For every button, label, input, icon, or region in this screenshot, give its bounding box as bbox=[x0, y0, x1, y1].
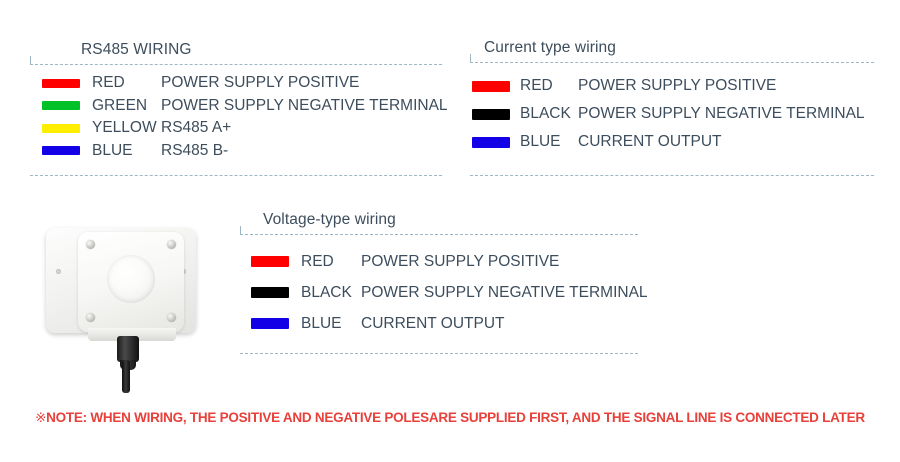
wire-color-name: BLACK bbox=[520, 105, 571, 122]
color-swatch-red bbox=[251, 256, 289, 267]
divider-top bbox=[30, 64, 442, 65]
wiring-block-current: Current type wiring RED POWER SUPPLY POS… bbox=[470, 40, 874, 180]
block-title-rs485: RS485 WIRING bbox=[81, 41, 192, 58]
sensor-body bbox=[78, 232, 184, 332]
divider-bottom bbox=[240, 353, 638, 354]
table-row: YELLOW RS485 A+ bbox=[30, 117, 442, 140]
wire-row-list: RED POWER SUPPLY POSITIVE BLACK POWER SU… bbox=[240, 246, 648, 339]
divider-bottom bbox=[30, 175, 442, 176]
divider-top bbox=[470, 62, 874, 63]
table-row: BLACK POWER SUPPLY NEGATIVE TERMINAL bbox=[240, 277, 648, 308]
color-swatch-blue bbox=[251, 318, 289, 329]
wire-color-name: RED bbox=[92, 74, 125, 92]
wire-color-name: GREEN bbox=[92, 96, 148, 114]
wire-row-list: RED POWER SUPPLY POSITIVE BLACK POWER SU… bbox=[470, 72, 874, 156]
rule-tick bbox=[30, 56, 31, 65]
wire-color-name: BLACK bbox=[301, 283, 352, 301]
wire-color-name: BLUE bbox=[520, 133, 561, 150]
wire-color-name: RED bbox=[301, 252, 334, 270]
table-row: BLACK POWER SUPPLY NEGATIVE TERMINAL bbox=[470, 100, 874, 128]
wire-description: POWER SUPPLY POSITIVE bbox=[161, 74, 360, 92]
table-row: BLUE CURRENT OUTPUT bbox=[470, 128, 874, 156]
divider-top bbox=[240, 234, 638, 235]
wire-description: CURRENT OUTPUT bbox=[361, 314, 505, 332]
color-swatch-black bbox=[472, 108, 510, 120]
reference-mark-icon: ※ bbox=[35, 410, 47, 425]
wire-color-name: YELLOW bbox=[92, 119, 157, 137]
block-title-current: Current type wiring bbox=[484, 39, 616, 56]
sensor-dome-ring bbox=[107, 255, 155, 303]
wiring-block-rs485: RS485 WIRING RED POWER SUPPLY POSITIVE G… bbox=[30, 41, 448, 180]
wire-color-name: RED bbox=[520, 77, 553, 94]
wiring-block-voltage: Voltage-type wiring RED POWER SUPPLY POS… bbox=[240, 211, 648, 356]
cable-gland bbox=[117, 336, 139, 370]
wire-description: POWER SUPPLY NEGATIVE TERMINAL bbox=[361, 283, 648, 301]
block-title-voltage: Voltage-type wiring bbox=[263, 211, 396, 228]
wire-description: POWER SUPPLY POSITIVE bbox=[578, 77, 777, 94]
rule-tick bbox=[470, 54, 471, 63]
wire-description: POWER SUPPLY NEGATIVE TERMINAL bbox=[161, 96, 448, 114]
table-row: RED POWER SUPPLY POSITIVE bbox=[240, 246, 638, 277]
mounting-flange bbox=[46, 228, 196, 393]
rule-tick bbox=[240, 226, 241, 235]
footer-note: ※NOTE: WHEN WIRING, THE POSITIVE AND NEG… bbox=[0, 410, 900, 426]
product-image bbox=[36, 218, 216, 393]
mount-hole-left bbox=[56, 269, 61, 274]
wire-color-name: BLUE bbox=[92, 141, 133, 159]
table-row: GREEN POWER SUPPLY NEGATIVE TERMINAL bbox=[30, 95, 448, 118]
color-swatch-red bbox=[42, 78, 80, 88]
sensor-cable bbox=[122, 360, 130, 393]
table-row: RED POWER SUPPLY POSITIVE bbox=[470, 72, 874, 100]
table-row: BLUE RS485 B- bbox=[30, 140, 442, 163]
screw-bottom-left bbox=[86, 313, 95, 322]
wire-description: POWER SUPPLY NEGATIVE TERMINAL bbox=[578, 105, 865, 122]
divider-bottom bbox=[470, 175, 874, 176]
table-row: BLUE CURRENT OUTPUT bbox=[240, 308, 638, 339]
color-swatch-blue bbox=[472, 136, 510, 148]
screw-top-left bbox=[86, 240, 95, 249]
footer-note-text: NOTE: WHEN WIRING, THE POSITIVE AND NEGA… bbox=[46, 410, 865, 425]
wire-description: RS485 A+ bbox=[161, 119, 232, 137]
wire-row-list: RED POWER SUPPLY POSITIVE GREEN POWER SU… bbox=[30, 72, 448, 163]
wire-description: POWER SUPPLY POSITIVE bbox=[361, 252, 560, 270]
sensor-base-plate bbox=[88, 328, 176, 341]
wire-description: CURRENT OUTPUT bbox=[578, 133, 722, 150]
wire-color-name: BLUE bbox=[301, 314, 342, 332]
sensor-dome bbox=[111, 259, 151, 299]
color-swatch-red bbox=[472, 80, 510, 92]
screw-bottom-right bbox=[167, 313, 176, 322]
screw-top-right bbox=[167, 240, 176, 249]
color-swatch-black bbox=[251, 287, 289, 298]
color-swatch-yellow bbox=[42, 123, 80, 133]
color-swatch-green bbox=[42, 101, 80, 111]
table-row: RED POWER SUPPLY POSITIVE bbox=[30, 72, 442, 95]
color-swatch-blue bbox=[42, 146, 80, 156]
wire-description: RS485 B- bbox=[161, 141, 229, 159]
